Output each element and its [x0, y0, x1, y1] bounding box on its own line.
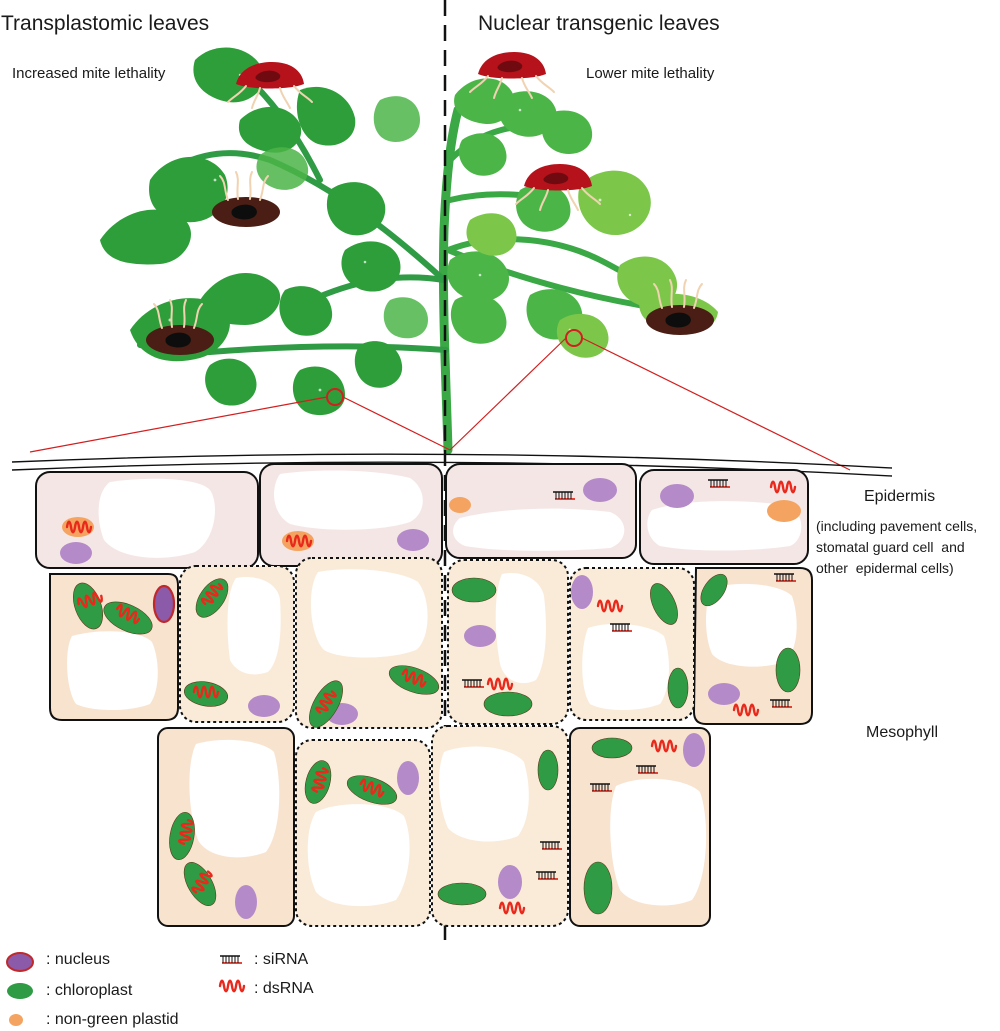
epidermis-note-3: other epidermal cells)	[816, 560, 954, 576]
label-mesophyll: Mesophyll	[866, 724, 939, 741]
legend-sirna-symbol	[219, 955, 243, 964]
legend-nucleus-symbol	[6, 952, 34, 972]
legend-dsrna: : dsRNA	[254, 980, 314, 997]
legend-symbols	[6, 952, 246, 1026]
legend-chloroplast: : chloroplast	[46, 982, 133, 999]
heading-nuclear-transgenic: Nuclear transgenic leaves	[478, 12, 720, 35]
legend-chloroplast-symbol	[7, 983, 33, 999]
effect-increased-lethality: Increased mite lethality	[12, 65, 166, 82]
plant-illustration	[100, 47, 718, 455]
label-epidermis: Epidermis	[864, 488, 936, 505]
legend-nucleus: : nucleus	[46, 951, 111, 968]
mesophyll-layer	[49, 557, 813, 927]
heading-transplastomic: Transplastomic leaves	[1, 12, 210, 35]
legend-sirna: : siRNA	[254, 951, 309, 968]
legend-plastid-symbol	[9, 1014, 23, 1026]
zoom-indicators	[29, 329, 851, 471]
epidermis-note-2: stomatal guard cell and	[816, 539, 965, 555]
epidermis-note-1: (including pavement cells,	[816, 518, 978, 534]
epidermis-layer	[35, 463, 809, 569]
legend-dsrna-symbol	[218, 979, 246, 993]
legend-non-green-plastid: : non-green plastid	[46, 1011, 179, 1028]
effect-lower-lethality: Lower mite lethality	[586, 65, 715, 82]
